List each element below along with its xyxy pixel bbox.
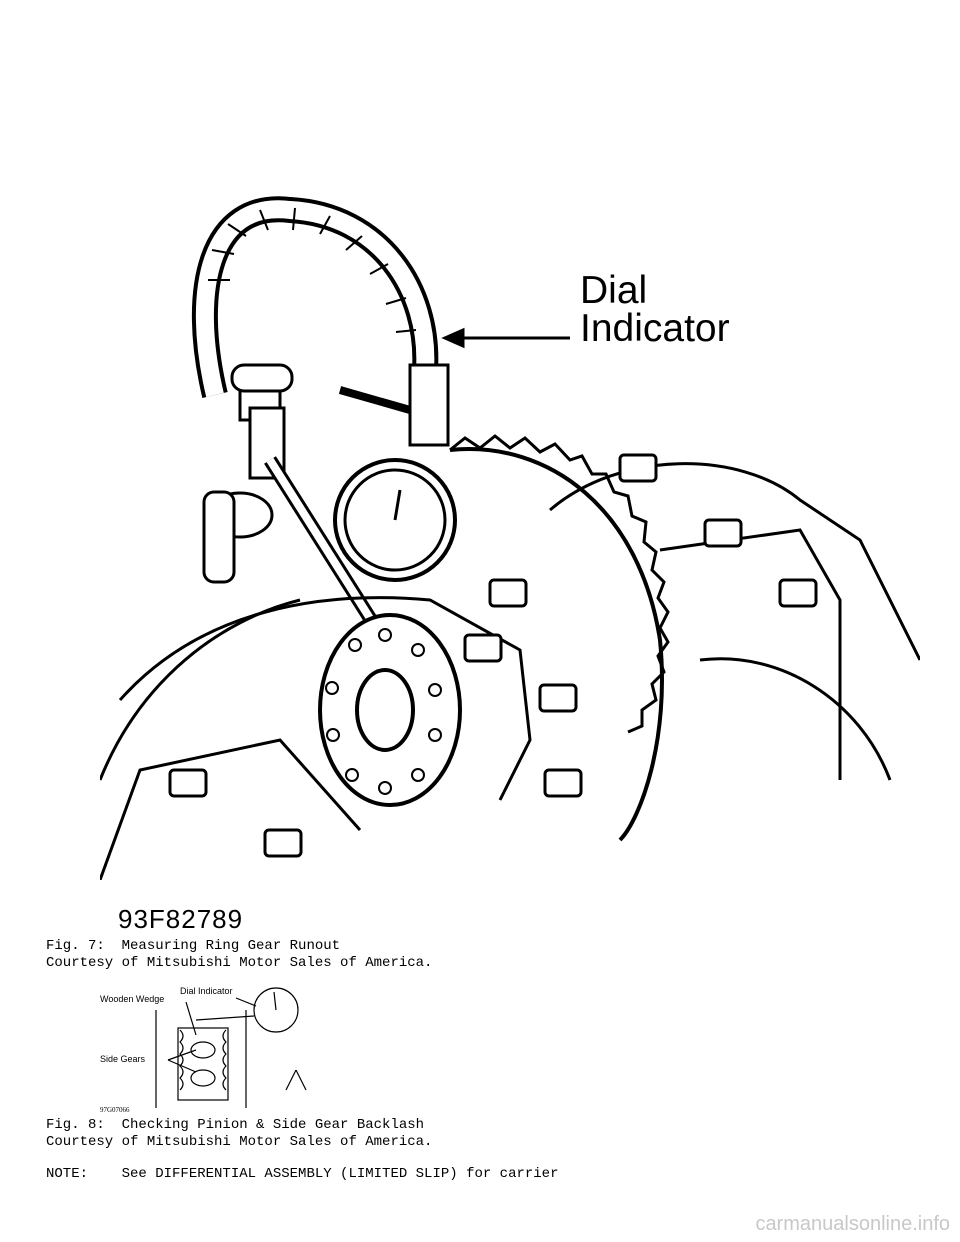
callout-line1: Dial [580, 269, 648, 312]
callout-line2: Indicator [580, 307, 730, 350]
figure8-code: 97G07066 [100, 1106, 130, 1114]
figure7-illustration [100, 196, 920, 880]
figure8-label-dial: Dial Indicator [180, 986, 233, 996]
note-text: NOTE: See DIFFERENTIAL ASSEMBLY (LIMITED… [46, 1166, 559, 1182]
figure7-code: 93F82789 [118, 904, 244, 934]
figure8-label-wedge: Wooden Wedge [100, 994, 165, 1004]
figure8-caption-credit: Courtesy of Mitsubishi Motor Sales of Am… [46, 1134, 433, 1150]
figure8-label-side-gears: Side Gears [100, 1054, 146, 1064]
figure7-caption-credit: Courtesy of Mitsubishi Motor Sales of Am… [46, 955, 433, 971]
dial-indicator-callout: Dial Indicator [580, 269, 730, 350]
watermark: carmanualsonline.info [755, 1213, 950, 1235]
figure8-illustration [155, 987, 307, 1108]
figure8-caption-title: Fig. 8: Checking Pinion & Side Gear Back… [46, 1117, 425, 1133]
figure7-caption-title: Fig. 7: Measuring Ring Gear Runout [46, 938, 341, 954]
